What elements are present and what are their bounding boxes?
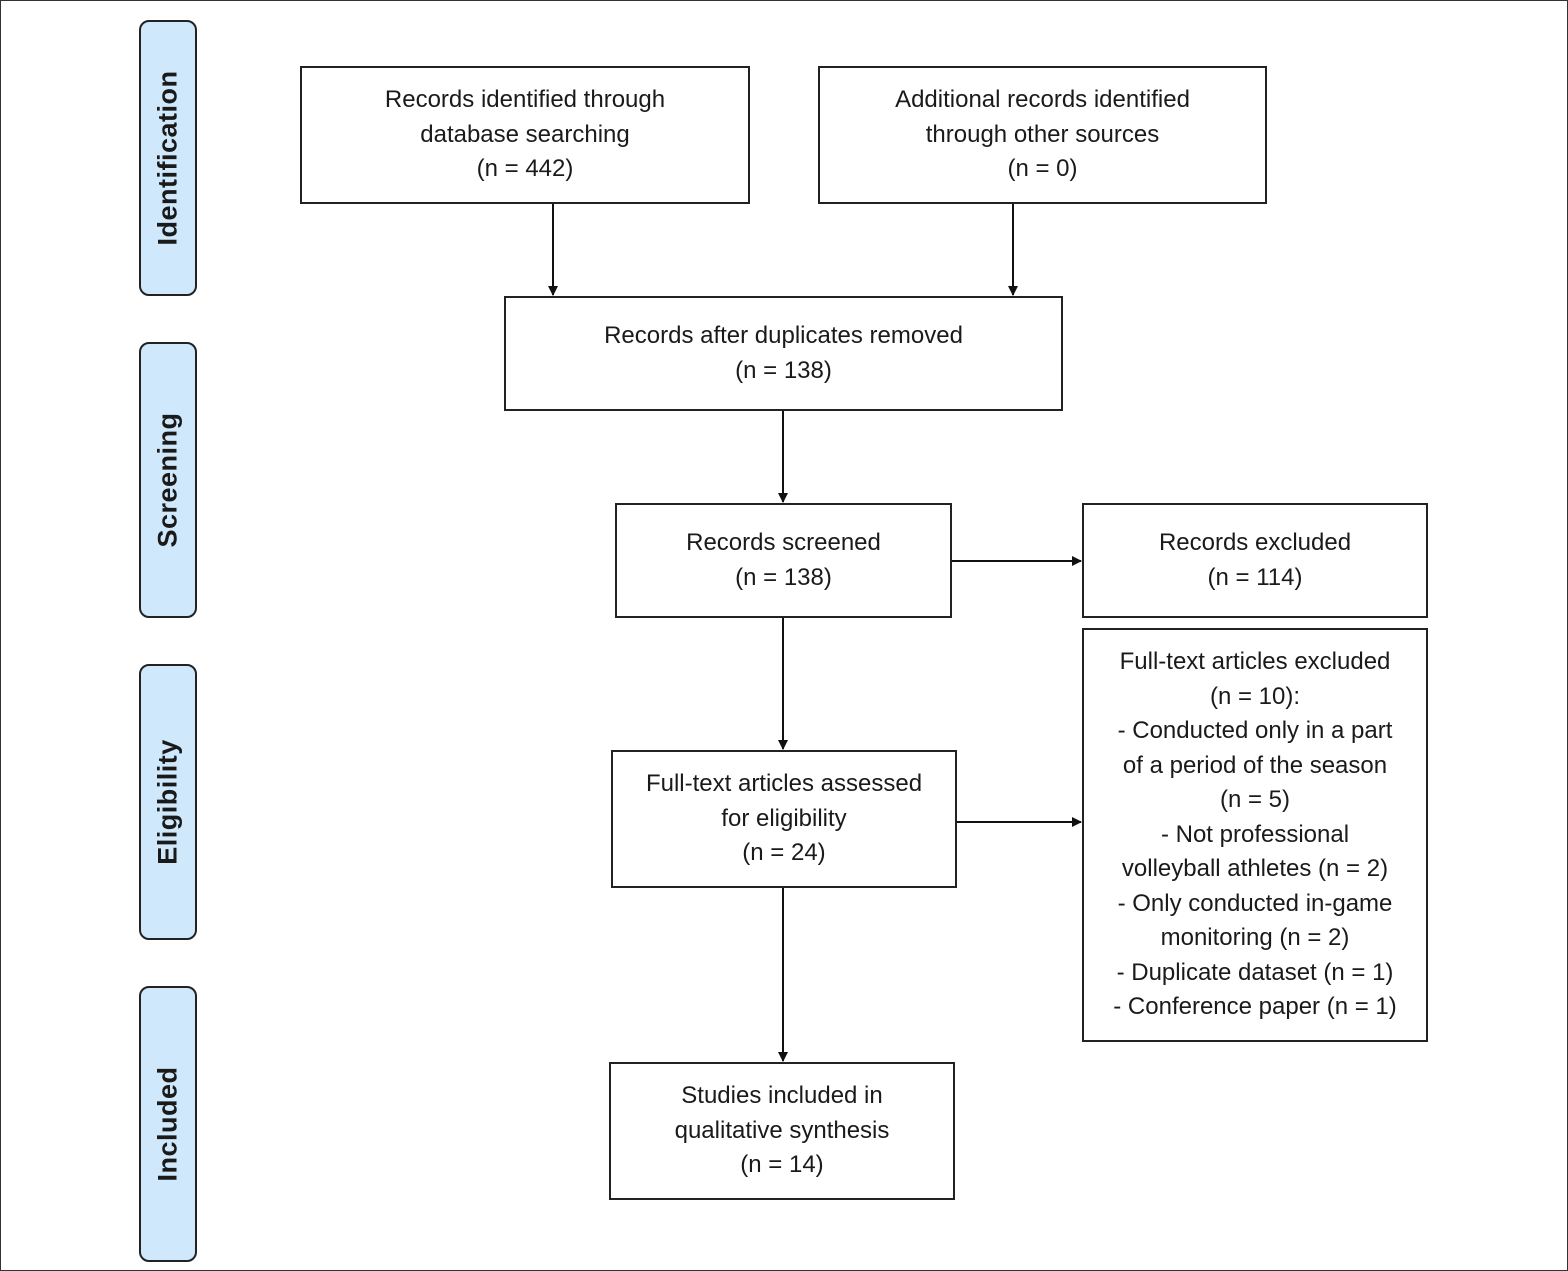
box-line: (n = 10): [1209,682,1301,710]
box-line: of a period of the season [1122,751,1388,779]
box-line: Additional records identified [895,86,1190,114]
box-line: - Duplicate dataset (n = 1) [1116,958,1394,986]
box-other-sources: Additional records identified through ot… [818,66,1267,204]
box-line: (n = 24) [742,839,826,867]
box-studies-included: Studies included in qualitative synthesi… [609,1062,955,1200]
box-line: Records after duplicates removed [604,322,963,349]
box-line: (n = 138) [735,563,832,591]
box-line: Records screened [686,529,881,556]
box-records-screened: Records screened (n = 138) [615,503,952,618]
box-line: monitoring (n = 2) [1160,924,1350,952]
phase-screening: Screening [139,342,197,618]
box-fulltext-assessed: Full-text articles assessed for eligibil… [611,750,957,888]
box-line: (n = 442) [476,155,574,183]
box-line: Studies included in [681,1082,883,1110]
box-line: Records excluded [1158,529,1352,556]
box-line: Full-text articles assessed [645,770,923,798]
box-line: (n = 5) [1219,786,1291,814]
phase-eligibility: Eligibility [139,664,197,940]
box-line: Records identified through [384,86,666,114]
box-fulltext-excluded: Full-text articles excluded (n = 10): - … [1082,628,1428,1042]
box-line: through other sources [925,120,1160,148]
box-line: for eligibility [721,804,847,832]
box-line: qualitative synthesis [674,1116,890,1144]
box-line: (n = 14) [740,1151,824,1179]
box-database-search: Records identified through database sear… [300,66,750,204]
box-duplicates-removed: Records after duplicates removed (n = 13… [504,296,1063,411]
box-line: (n = 0) [1007,155,1078,183]
phase-included: Included [139,986,197,1262]
box-line: - Not professional [1160,820,1350,848]
box-line: (n = 138) [735,356,832,384]
box-line: - Conducted only in a part [1117,717,1393,745]
box-records-excluded: Records excluded (n = 114) [1082,503,1428,618]
box-line: - Conference paper (n = 1) [1113,993,1397,1021]
box-line: (n = 114) [1207,563,1303,591]
box-line: database searching [420,120,630,148]
box-line: - Only conducted in-game [1117,889,1393,917]
box-line: Full-text articles excluded [1119,648,1391,676]
phase-identification: Identification [139,20,197,296]
box-line: volleyball athletes (n = 2) [1121,855,1389,883]
